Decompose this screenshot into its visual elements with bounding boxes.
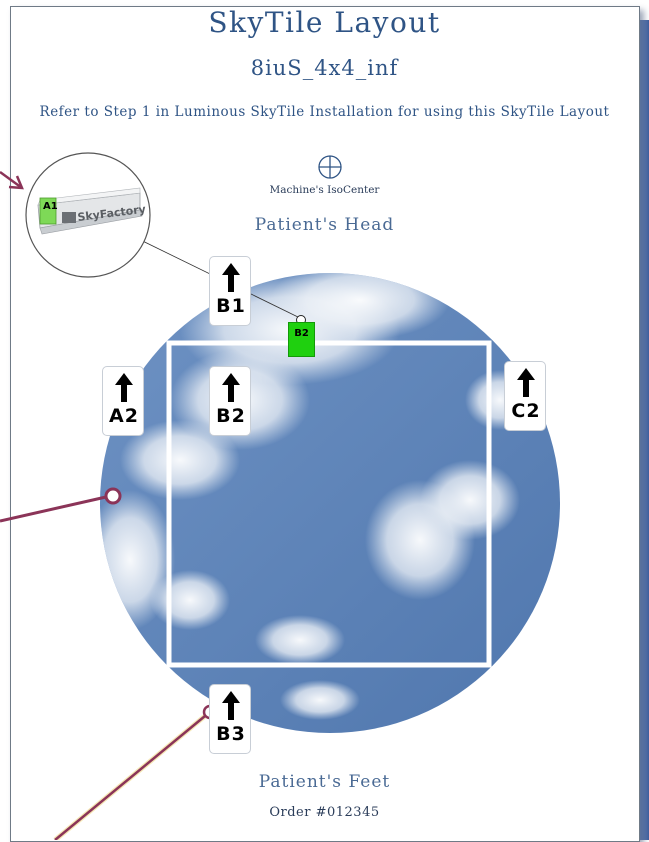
up-arrow-icon <box>517 368 535 397</box>
inset-tile-marker <box>39 197 57 225</box>
tile-tag-a2: A2 <box>102 366 144 436</box>
order-number: Order #012345 <box>269 805 380 820</box>
instructions: Refer to Step 1 in Luminous SkyTile Inst… <box>39 104 610 120</box>
tile-tag-b3: B3 <box>209 684 251 754</box>
tile-tag-b2: B2 <box>209 366 251 436</box>
isocenter-icon <box>318 155 342 179</box>
isocenter-label: Machine's IsoCenter <box>269 184 380 196</box>
up-arrow-icon <box>222 691 240 720</box>
page-edge-stripe <box>640 20 649 840</box>
tile-tag-c2: C2 <box>504 361 546 431</box>
up-arrow-icon <box>115 373 133 402</box>
page-title: SkyTile Layout <box>208 6 441 39</box>
edge-callout-line <box>0 495 107 523</box>
up-arrow-icon <box>222 373 240 402</box>
sky-image <box>100 273 560 733</box>
tile-code: B3 <box>216 723 246 745</box>
up-arrow-icon <box>222 263 240 292</box>
lower-callout-line <box>54 715 206 840</box>
tile-code: B1 <box>216 295 246 317</box>
callout-arrow <box>0 170 24 190</box>
skyfactory-logo-icon <box>62 212 76 223</box>
edge-callout-point <box>104 487 122 505</box>
tile-code: C2 <box>511 400 541 422</box>
head-label: Patient's Head <box>254 215 395 235</box>
b2-position-marker: B2 <box>288 322 315 357</box>
inset-detail: A1 SkyFactory <box>25 152 151 278</box>
inset-tile-code: A1 <box>43 201 58 212</box>
feet-label: Patient's Feet <box>258 772 391 792</box>
tile-grid-frame <box>166 340 492 668</box>
layout-id: 8iuS_4x4_inf <box>250 56 399 80</box>
tile-code: B2 <box>216 405 246 427</box>
inset-leader-line <box>115 227 301 319</box>
tile-code: A2 <box>109 405 139 427</box>
tile-tag-b1: B1 <box>209 256 251 326</box>
